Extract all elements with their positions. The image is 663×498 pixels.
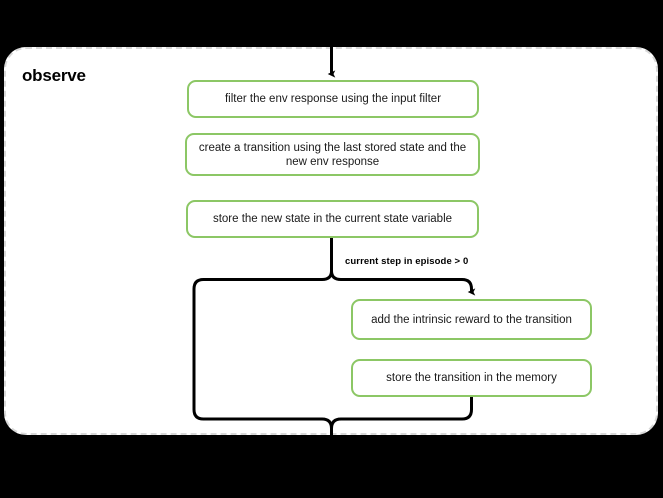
edge-label-branch-condition: current step in episode > 0 <box>345 256 469 267</box>
node-create-transition[interactable]: create a transition using the last store… <box>185 133 480 176</box>
node-add-intrinsic-reward[interactable]: add the intrinsic reward to the transiti… <box>351 299 592 340</box>
node-filter-env-response[interactable]: filter the env response using the input … <box>187 80 479 118</box>
node-store-new-state[interactable]: store the new state in the current state… <box>186 200 479 238</box>
node-store-transition-memory[interactable]: store the transition in the memory <box>351 359 592 397</box>
scope-title: observe <box>22 66 86 85</box>
